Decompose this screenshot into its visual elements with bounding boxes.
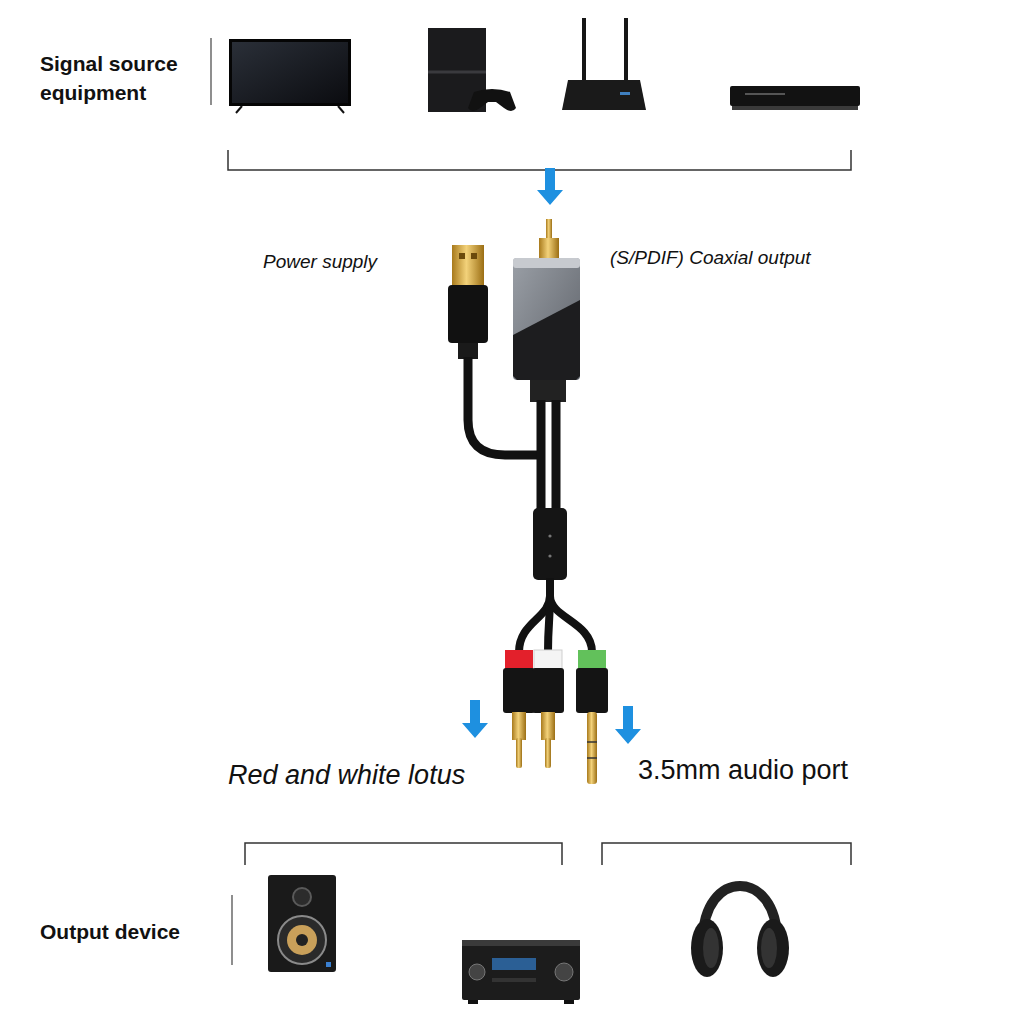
headphone-cup (691, 919, 723, 977)
jack-ring (587, 757, 597, 759)
group-bracket (245, 843, 562, 865)
headphone-cup (757, 919, 789, 977)
plug-body (532, 668, 564, 713)
amplifier-buttons (492, 978, 536, 982)
part-label: 3.5mm audio port (638, 752, 848, 790)
player-base (732, 106, 858, 110)
jack-ring (587, 741, 597, 743)
split-cable (519, 578, 550, 652)
adapter-cap (513, 258, 580, 268)
ferrite-dot (548, 554, 551, 557)
router-light (620, 92, 630, 95)
speaker-cone (287, 925, 317, 955)
plug-body (576, 668, 608, 713)
tv-foot (236, 106, 242, 113)
router-antenna (624, 18, 628, 82)
rca-shell (541, 712, 555, 740)
tv-bezel (229, 39, 351, 106)
usb-plug (452, 245, 484, 287)
tv-foot (338, 106, 344, 113)
speaker-logo (326, 962, 331, 967)
tv-screen (232, 42, 348, 103)
player-slot (745, 93, 785, 95)
amplifier-display (492, 958, 536, 970)
amplifier-body (462, 940, 580, 1000)
separator-line (231, 895, 232, 965)
speaker-cap (296, 934, 308, 946)
headphone-pad (761, 928, 777, 968)
plug-body (503, 668, 535, 713)
game-controller (468, 89, 516, 111)
speaker-cabinet (268, 875, 336, 972)
amplifier-foot (468, 1000, 478, 1004)
separator-line (210, 38, 211, 105)
part-label: Power supply (263, 249, 377, 276)
usb-hole (471, 253, 477, 259)
speaker-tweeter (293, 888, 311, 906)
rca-pin (546, 219, 552, 241)
rca-pin (545, 738, 551, 768)
player-body (730, 86, 860, 106)
group-bracket (228, 150, 851, 170)
router-body (562, 80, 646, 110)
usb-hole (459, 253, 465, 259)
usb-housing (448, 285, 488, 343)
flow-arrow (537, 168, 563, 205)
amplifier-knob (469, 964, 485, 980)
strain-relief (458, 343, 478, 359)
adapter-box (513, 258, 580, 380)
usb-cable (468, 357, 542, 455)
speaker-woofer (278, 916, 326, 964)
audio-cable (537, 400, 546, 512)
group-bracket (602, 843, 851, 865)
amplifier-foot (564, 1000, 574, 1004)
flow-arrow (462, 700, 488, 738)
red-collar (505, 650, 533, 670)
adapter-shade (513, 300, 580, 380)
part-label: (S/PDIF) Coaxial output (610, 245, 811, 272)
rca-shell (539, 238, 559, 260)
amplifier-knob (555, 963, 573, 981)
group-heading: Signal source equipment (40, 49, 205, 108)
ferrite-dot (548, 534, 551, 537)
headphone-pad (703, 928, 719, 968)
strain-relief (530, 380, 566, 402)
split-cable (550, 596, 592, 652)
jack-pin (587, 712, 597, 784)
part-label: Red and white lotus (228, 757, 465, 795)
rca-pin (516, 738, 522, 768)
router-antenna (582, 18, 586, 82)
console-groove (428, 71, 486, 74)
flow-arrow (615, 706, 641, 744)
amplifier-top (462, 940, 580, 946)
audio-cable (552, 400, 561, 512)
group-heading: Output device (40, 917, 180, 946)
green-collar (578, 650, 606, 670)
rca-shell (512, 712, 526, 740)
white-collar (534, 650, 562, 670)
ferrite-core (533, 508, 567, 580)
